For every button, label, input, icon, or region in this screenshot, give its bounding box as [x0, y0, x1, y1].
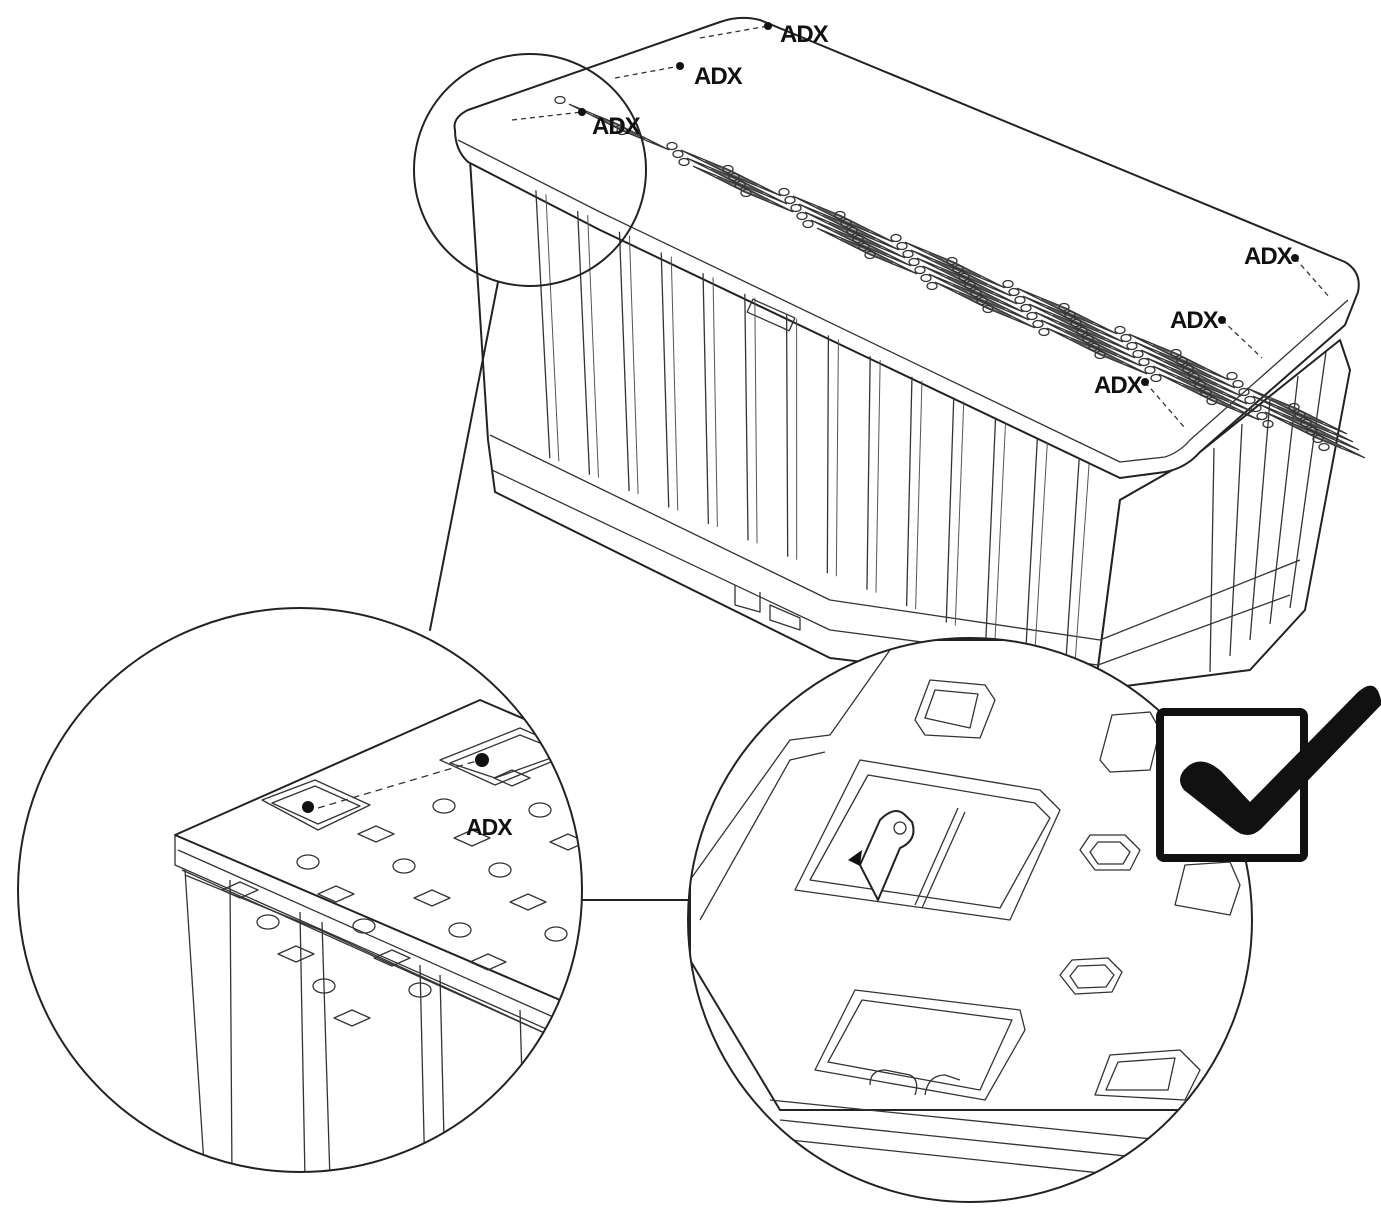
check-mark-icon: [1160, 686, 1381, 858]
screw-head: [475, 753, 489, 767]
zoom-boss: [585, 867, 607, 881]
zoom-detail-corner: ADX: [18, 608, 620, 1180]
adx-label: ADX: [694, 63, 743, 90]
adx-label: ADX: [1244, 243, 1293, 270]
adx-label: ADX: [1094, 372, 1143, 399]
adx-label: ADX: [780, 21, 829, 48]
zoom-socket: [334, 1010, 370, 1026]
detail-leader-line: [430, 282, 498, 630]
zoom-lid-surface: [175, 700, 620, 1180]
zoom-boss: [569, 743, 591, 757]
zoom-boss: [353, 919, 375, 933]
adx-label: ADX: [1170, 307, 1219, 334]
zoom-boss: [257, 915, 279, 929]
adx-label: ADX: [466, 814, 513, 840]
zoom-socket: [278, 946, 314, 962]
